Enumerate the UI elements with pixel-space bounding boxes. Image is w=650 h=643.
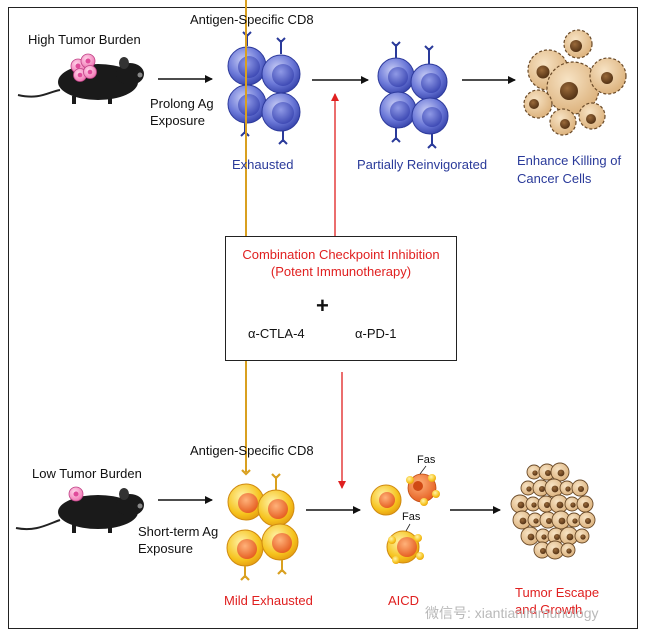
tumor-nodules [70,53,97,82]
aicd-label: AICD [388,593,420,608]
tumor-cell-nucleus [545,517,553,525]
exhausted-cd8-cells [227,31,301,145]
tumor-cell-nucleus [541,534,547,540]
tumor-cell-nucleus [582,501,590,509]
plus-sign: + [316,293,329,318]
tumor-cell-nucleus [570,502,576,508]
prolong-ag-label: Prolong Ag [150,96,214,111]
short-term-ag-label: Short-term Ag [138,524,219,539]
tumor-cell-nucleus [519,517,527,525]
killed-cancer-cells [523,29,627,136]
pd1-label: α-PD-1 [355,326,397,341]
tumor-cell-nucleus [565,486,571,492]
mild-exhausted-label: Mild Exhausted [224,593,313,608]
enhance-killing-label-2: Cancer Cells [517,171,592,186]
low-tumor-burden-label: Low Tumor Burden [32,466,142,481]
tumor-cell-nucleus [543,501,551,509]
tumor-cell-nucleus [551,485,559,493]
figure-frame [8,7,638,629]
tumor-cell-nucleus [558,517,566,525]
top-cd8-label: Antigen-Specific CD8 [190,12,314,27]
high-tumor-burden-label: High Tumor Burden [28,32,141,47]
tumor-cell-nucleus [577,485,585,493]
tumor-cell-nucleus [527,533,535,541]
exposure-label-bottom: Exposure [138,541,193,556]
tumor-cell-nucleus [584,517,592,525]
watermark-text: 微信号: xiantianimmunology [425,605,599,621]
high-burden-mouse-illustration [17,53,144,104]
tumor-cell-nucleus [580,534,586,540]
aicd-cells [370,465,440,564]
tumor-cell-nucleus [566,533,574,541]
tumor-cell-nucleus [538,485,546,493]
tumor-cell-nucleus [517,501,525,509]
tumor-cell-nucleus [531,502,537,508]
combination-checkpoint-box [225,236,457,361]
tumor-cell-nucleus [566,548,572,554]
fas-label-1: Fas [417,454,436,466]
bottom-cd8-label: Antigen-Specific CD8 [190,443,314,458]
partially-reinvigorated-label: Partially Reinvigorated [357,157,488,172]
tumor-cell-nucleus [539,547,547,555]
reinvigorated-cd8-cells [377,41,449,149]
fas-label-2: Fas [402,511,421,523]
low-burden-mouse-illustration [15,486,144,533]
growing-tumor-mass [510,462,596,560]
mild-exhausted-cd8-cells [226,0,299,581]
tumor-cell-nucleus [526,486,532,492]
combo-title-2: (Potent Immunotherapy) [270,264,412,279]
tumor-cell-nucleus [572,518,578,524]
tumor-cell-nucleus [557,469,565,477]
exposure-label-top: Exposure [150,113,205,128]
ctla4-label: α-CTLA-4 [248,326,305,341]
combo-title-1: Combination Checkpoint Inhibition [242,247,440,262]
tumor-cell-nucleus [544,469,552,477]
tumor-cell-nucleus [553,533,561,541]
tumor-cell-nucleus [556,501,564,509]
tumor-cell-nucleus [552,547,560,555]
tumor-escape-label-2: and Growth [515,602,583,617]
tumor-cell-nucleus [533,518,539,524]
tumor-escape-label-1: Tumor Escape [515,585,600,600]
exhausted-label: Exhausted [232,157,294,172]
enhance-killing-label-1: Enhance Killing of [517,153,622,168]
tumor-cell-nucleus [532,470,538,476]
